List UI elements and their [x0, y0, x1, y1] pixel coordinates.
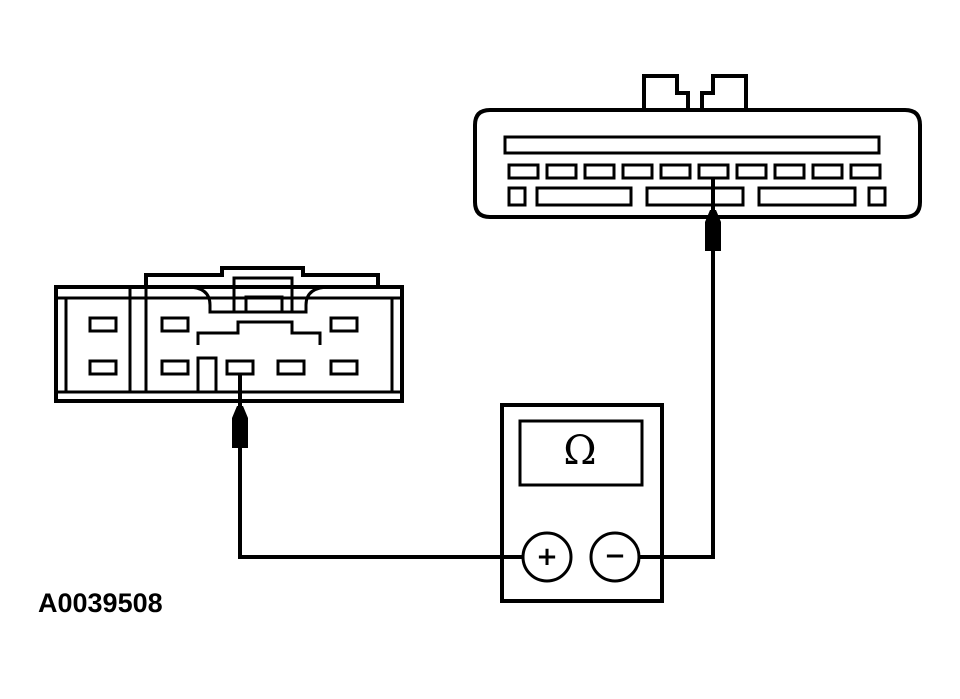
meter-display — [518, 419, 644, 487]
right-probe — [705, 178, 721, 251]
right-connector — [473, 74, 922, 219]
plus-symbol: + — [536, 542, 558, 572]
ohmmeter — [500, 403, 664, 603]
minus-symbol: − — [604, 541, 626, 571]
left-connector — [54, 266, 404, 403]
right-connector-bottom-slots — [507, 186, 887, 207]
positive-lead-wire — [238, 448, 522, 559]
left-connector-pins — [88, 316, 359, 376]
negative-lead-wire — [640, 251, 715, 559]
negative-terminal — [589, 531, 641, 583]
figure-id-label: A0039508 — [38, 588, 163, 618]
positive-terminal — [521, 531, 573, 583]
left-probe — [232, 374, 248, 448]
ohm-symbol: Ω — [563, 428, 597, 474]
latch-bar — [503, 135, 881, 155]
right-connector-top-pins — [507, 163, 882, 180]
